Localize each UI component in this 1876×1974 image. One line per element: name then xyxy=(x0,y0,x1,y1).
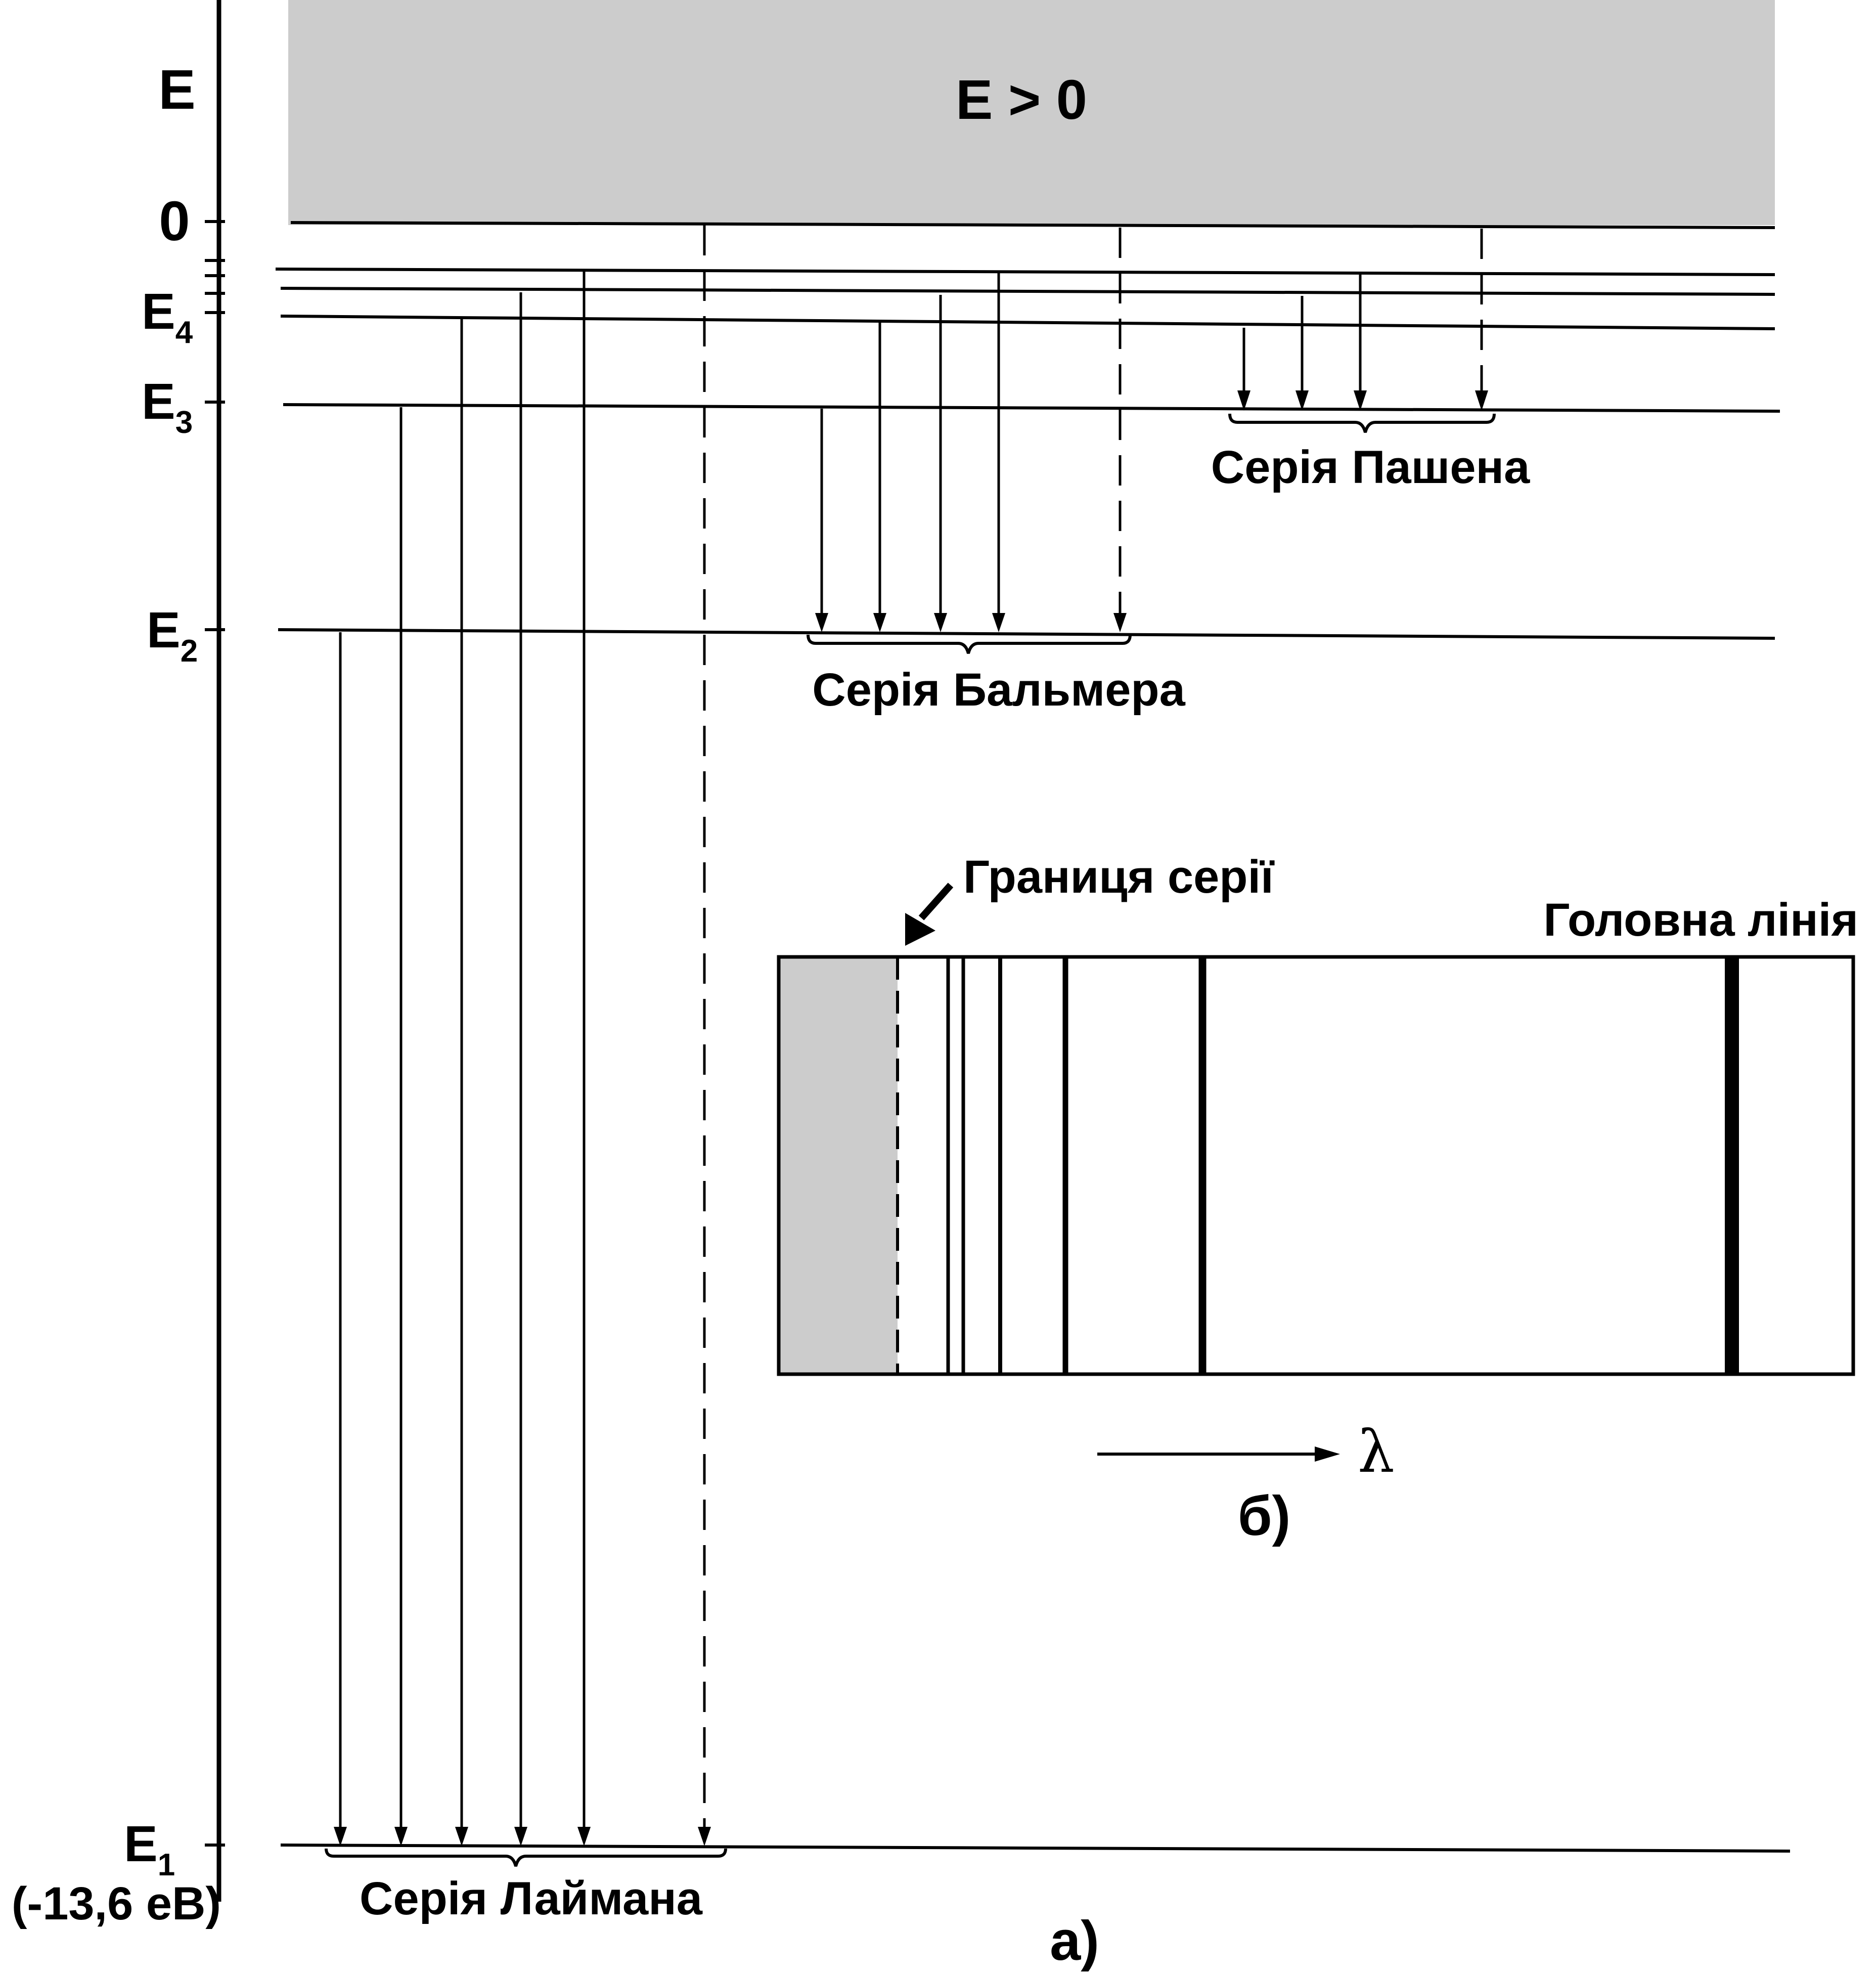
axis-ticks xyxy=(205,220,225,1847)
level-label-e4: E4 xyxy=(142,283,193,350)
series-limit-pointer-head xyxy=(905,913,935,946)
balmer-series-label: Серія Бальмера xyxy=(812,664,1185,716)
energy-axis-label: E xyxy=(158,59,195,121)
panel-b-label: б) xyxy=(1238,1485,1291,1547)
series-limit-pointer xyxy=(918,883,954,920)
level-label-e2: E2 xyxy=(147,602,198,669)
paschen-transitions xyxy=(1237,229,1488,411)
arrowhead xyxy=(394,1827,408,1846)
level-label-e1: E1 xyxy=(124,1816,175,1882)
arrowhead xyxy=(514,1827,527,1846)
level-e3 xyxy=(283,403,1780,413)
balmer-brace xyxy=(807,634,1132,654)
arrowhead xyxy=(455,1827,468,1846)
level-label-e3: E3 xyxy=(142,373,193,440)
continuum-region xyxy=(288,0,1775,225)
arrowhead xyxy=(577,1827,591,1846)
spectrum-frame xyxy=(777,955,1855,1376)
wavelength-symbol: λ xyxy=(1358,1418,1395,1486)
ground-energy-label: (-13,6 еВ) xyxy=(12,1878,221,1929)
arrowhead xyxy=(334,1827,347,1846)
level-upper-1 xyxy=(275,268,1775,276)
lyman-brace xyxy=(325,1848,727,1867)
lyman-series-label: Серія Лаймана xyxy=(360,1873,703,1924)
level-e1 xyxy=(280,1844,1791,1853)
arrowhead xyxy=(815,613,828,632)
balmer-transitions xyxy=(815,228,1127,632)
arrowhead xyxy=(1237,390,1250,411)
continuum-label: E > 0 xyxy=(956,69,1087,131)
spectrum-continuum-region xyxy=(779,957,898,1374)
level-upper-2 xyxy=(280,287,1775,296)
energy-levels xyxy=(275,221,1791,1853)
lyman-transitions xyxy=(334,225,711,1846)
paschen-brace xyxy=(1228,413,1496,433)
arrowhead xyxy=(1354,390,1367,411)
main-line-label: Головна лінія xyxy=(1543,894,1858,946)
arrowhead xyxy=(934,613,947,632)
arrowhead xyxy=(1475,390,1488,411)
level-e2 xyxy=(278,628,1775,640)
level-zero xyxy=(290,221,1775,229)
arrowhead xyxy=(992,613,1005,632)
wavelength-arrowhead xyxy=(1315,1446,1340,1462)
arrowhead xyxy=(698,1827,711,1846)
paschen-series-label: Серія Пашена xyxy=(1211,442,1530,493)
level-e4 xyxy=(280,315,1775,330)
arrowhead xyxy=(1113,613,1127,632)
zero-label: 0 xyxy=(159,190,190,252)
arrowhead xyxy=(1296,390,1309,411)
series-limit-label: Границя серії xyxy=(963,851,1275,903)
arrowhead xyxy=(873,613,886,632)
panel-a-label: а) xyxy=(1050,1910,1099,1972)
spectrum-panel xyxy=(777,955,1855,1376)
